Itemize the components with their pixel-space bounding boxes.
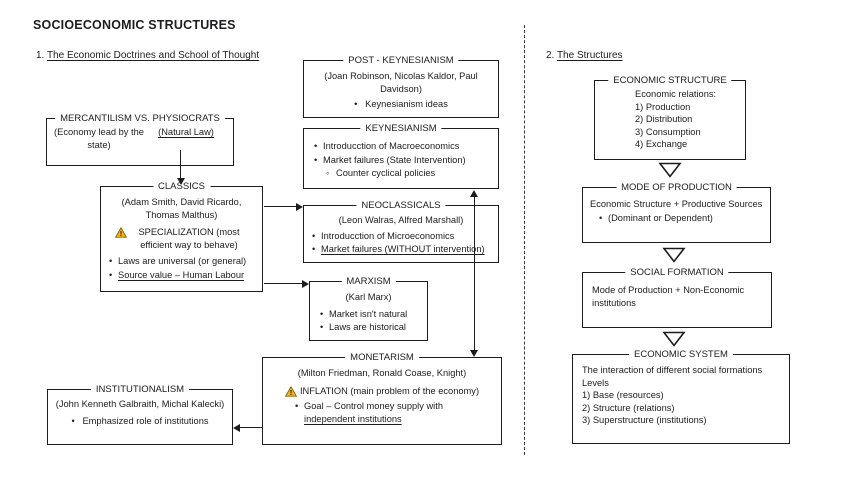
box-mercantilism: MERCANTILISM VS. PHYSIOCRATS (Economy le…: [46, 113, 234, 166]
section-number: 1.: [36, 50, 45, 61]
keynesianism-bullet: Market failures (State Intervention): [312, 154, 490, 167]
marxism-bullet: Laws are historical: [318, 321, 419, 334]
dashed-divider: [524, 25, 525, 455]
economic-relation-item: 1) Production: [635, 101, 691, 112]
mode-of-production-line: Economic Structure + Productive Sources: [590, 199, 763, 209]
economic-relation-item: 4) Exchange: [635, 139, 688, 149]
box-title-economic-structure: ECONOMIC STRUCTURE: [608, 75, 732, 86]
box-institutionalism: INSTITUTIONALISM (John Kenneth Galbraith…: [47, 384, 233, 445]
box-title-marxism: MARXISM: [341, 276, 396, 287]
svg-text:!: !: [120, 229, 123, 238]
keynesianism-bullet: Introducction of Macroeconomics: [312, 140, 490, 153]
box-economic-structure: ECONOMIC STRUCTURE Economic relations: 1…: [594, 75, 746, 160]
box-post-keynesianism: POST - KEYNESIANISM (Joan Robinson, Nico…: [303, 55, 499, 118]
box-title-mode-of-production: MODE OF PRODUCTION: [616, 182, 737, 193]
box-neoclassicals: NEOCLASSICALS (Leon Walras, Alfred Marsh…: [303, 200, 499, 263]
box-title-neoclassicals: NEOCLASSICALS: [356, 200, 446, 211]
box-marxism: MARXISM (Karl Marx) Market isn't natural…: [309, 276, 428, 341]
triangle-down-icon: [662, 247, 686, 263]
box-title-mercantilism: MERCANTILISM VS. PHYSIOCRATS: [55, 113, 225, 124]
box-keynesianism: KEYNESIANISM Introducction of Macroecono…: [303, 123, 499, 189]
triangle-down-icon: [662, 331, 686, 347]
box-title-institutionalism: INSTITUTIONALISM: [90, 384, 190, 395]
neoclassicals-authors: (Leon Walras, Alfred Marshall): [338, 215, 464, 225]
monetarism-authors: (Milton Friedman, Ronald Coase, Knight): [297, 368, 467, 378]
classics-bullet: Source value – Human Labour: [107, 269, 256, 282]
section-title: The Economic Doctrines and School of Tho…: [46, 50, 260, 61]
economic-relation-item: 3) Consumption: [635, 126, 701, 137]
box-economic-system: ECONOMIC SYSTEM The interaction of diffe…: [572, 349, 790, 444]
box-title-monetarism: MONETARISM: [345, 352, 419, 363]
classics-authors: (Adam Smith, David Ricardo, Thomas Malth…: [121, 197, 242, 220]
monetarism-goal-underlined: independent institutions: [304, 413, 402, 424]
institutionalism-authors: (John Kenneth Galbraith, Michal Kalecki): [55, 399, 225, 409]
box-title-post-keynesianism: POST - KEYNESIANISM: [343, 55, 459, 66]
box-classics: CLASSICS (Adam Smith, David Ricardo, Tho…: [100, 181, 263, 292]
neoclassicals-bullet: Market failures (WITHOUT intervention): [310, 243, 492, 256]
economic-system-item: 2) Structure (relations): [582, 402, 675, 413]
social-formation-line: Mode of Production + Non-Economic instit…: [592, 285, 745, 308]
box-mode-of-production: MODE OF PRODUCTION Economic Structure + …: [582, 182, 771, 243]
section-title: The Structures: [556, 50, 623, 61]
classics-bullet: Laws are universal (or general): [107, 255, 256, 268]
svg-text:!: !: [290, 388, 293, 397]
mercantilism-economy-note: (Economy lead by the state): [54, 127, 144, 150]
box-title-keynesianism: KEYNESIANISM: [360, 123, 442, 134]
economic-system-levels-heading: Levels: [582, 377, 609, 388]
neoclassicals-bullet: Introducction of Microeconomics: [310, 230, 492, 243]
keynesianism-sub-bullet: Counter cyclical policies: [312, 167, 490, 180]
economic-relations-heading: Economic relations:: [635, 89, 717, 99]
post-keynesianism-bullet: Keynesianism ideas: [354, 98, 448, 111]
economic-relation-item: 2) Distribution: [635, 114, 693, 124]
monetarism-warning-note: INFLATION (main problem of the economy): [299, 385, 480, 396]
box-title-classics: CLASSICS: [153, 181, 210, 192]
monetarism-goal-bullet: Goal – Control money supply with indepen…: [293, 400, 495, 425]
box-title-economic-system: ECONOMIC SYSTEM: [629, 349, 733, 360]
section-number: 2.: [546, 50, 555, 61]
warning-triangle-icon: !: [284, 385, 297, 397]
economic-system-line: The interaction of different social form…: [582, 365, 763, 375]
box-social-formation: SOCIAL FORMATION Mode of Production + No…: [582, 267, 772, 328]
mode-of-production-bullet: (Dominant or Dependent): [597, 212, 764, 225]
economic-system-item: 1) Base (resources): [582, 390, 664, 400]
box-monetarism: MONETARISM (Milton Friedman, Ronald Coas…: [262, 352, 502, 445]
classics-warning-note: SPECIALIZATION (most efficient way to be…: [138, 227, 240, 250]
institutionalism-bullet: Emphasized role of institutions: [71, 415, 208, 428]
section-heading-doctrines: 1. The Economic Doctrines and School of …: [36, 50, 259, 61]
mercantilism-natural-law-note: (Natural Law): [158, 127, 214, 137]
marxism-authors: (Karl Marx): [345, 292, 392, 302]
post-keynesianism-authors: (Joan Robinson, Nicolas Kaldor, Paul Dav…: [324, 71, 478, 94]
triangle-down-icon: [658, 162, 682, 178]
box-title-social-formation: SOCIAL FORMATION: [625, 267, 729, 278]
marxism-bullet: Market isn't natural: [318, 308, 419, 321]
warning-triangle-icon: !: [115, 227, 127, 238]
section-heading-structures: 2. The Structures: [546, 50, 623, 61]
page-title: SOCIOECONOMIC STRUCTURES: [33, 18, 236, 32]
economic-system-item: 3) Superstructure (institutions): [582, 415, 707, 425]
